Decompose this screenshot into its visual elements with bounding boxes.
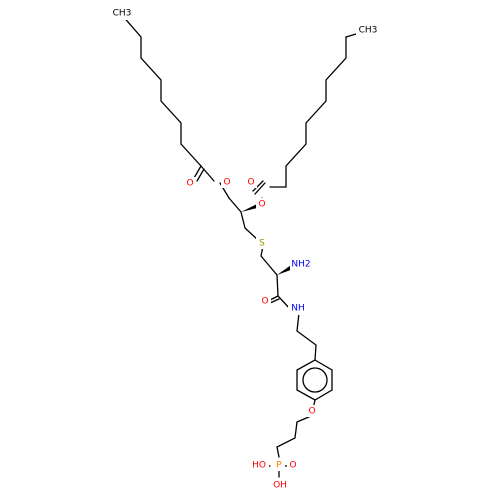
oh-top-label: HO (252, 461, 266, 471)
atom-labels: CH3 O O O O CH3 S NH2 O NH O P O HO OH (110, 6, 380, 491)
phosphorus-label: P (276, 461, 282, 471)
oh-bottom-label: OH (273, 481, 287, 491)
o-carbonyl-left-label: O (186, 179, 193, 189)
ch3-right-label: CH3 (359, 26, 378, 36)
o-carbonyl-right-label: O (247, 178, 254, 188)
nh-amide-label: NH (291, 304, 305, 314)
o-ester-left-label: O (223, 178, 230, 188)
left-acyl-chain (120, 13, 230, 199)
o-amide-label: O (261, 297, 268, 307)
aryl-linker (276, 312, 333, 458)
o-ether-label: O (308, 407, 315, 417)
sulfur-label: S (259, 239, 265, 249)
o-phosphoryl-label: O (289, 461, 296, 471)
amine-label: NH2 (291, 260, 310, 270)
ch3-left-label: CH3 (113, 9, 132, 19)
right-acyl-chain (252, 30, 367, 209)
o-ester-right-label: O (258, 200, 265, 210)
